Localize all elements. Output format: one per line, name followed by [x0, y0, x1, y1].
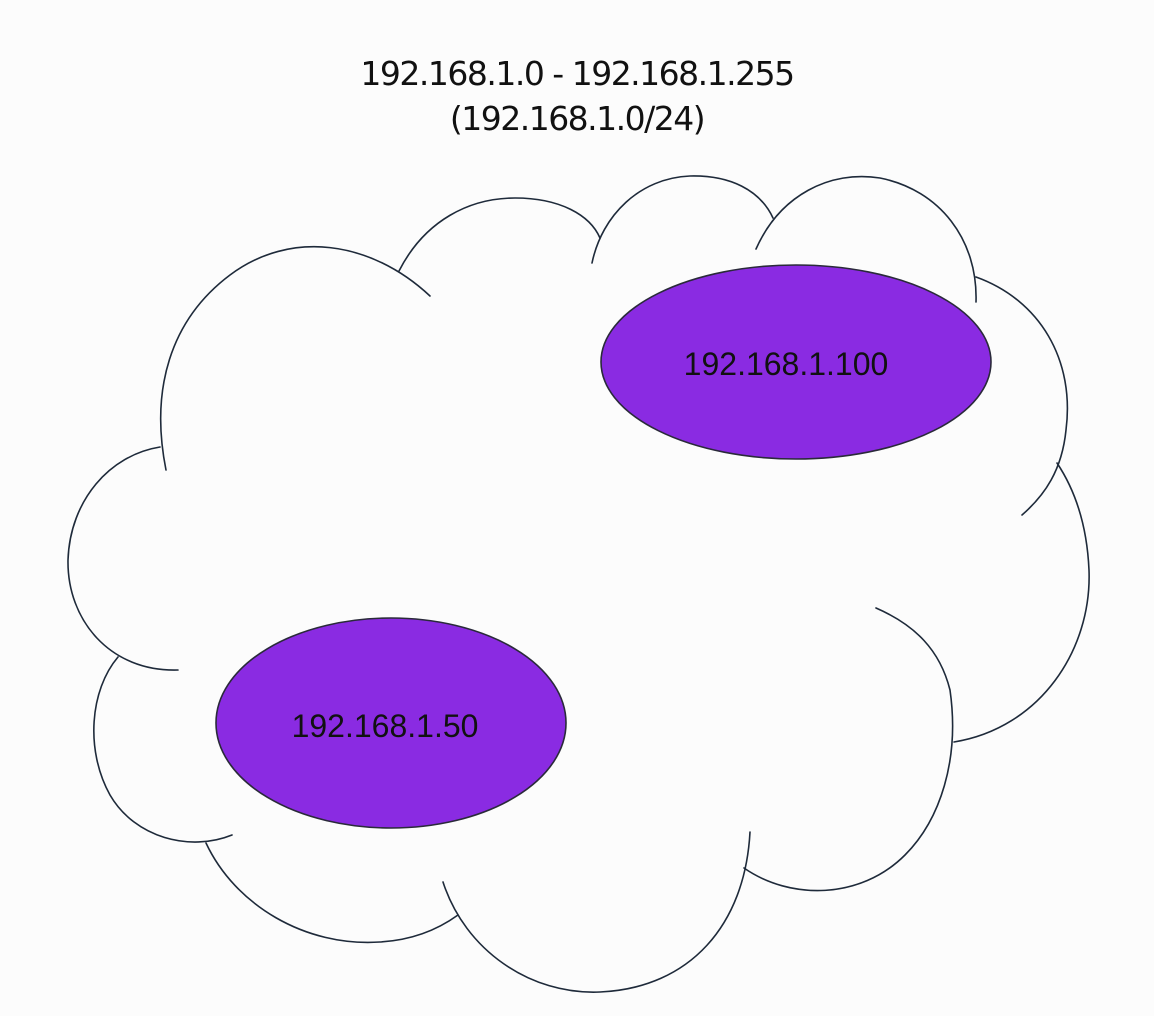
network-cidr-title: (192.168.1.0/24) [449, 99, 706, 138]
host-node: 192.168.1.50 [215, 617, 567, 829]
network-cloud [67, 175, 1090, 993]
host-ip-label: 192.168.1.50 [292, 708, 479, 744]
network-range-title: 192.168.1.0 - 192.168.1.255 [360, 54, 795, 93]
host-ip-label: 192.168.1.100 [684, 346, 889, 382]
host-ellipse [600, 264, 992, 460]
host-node: 192.168.1.100 [600, 264, 992, 460]
host-ellipse [215, 617, 567, 829]
